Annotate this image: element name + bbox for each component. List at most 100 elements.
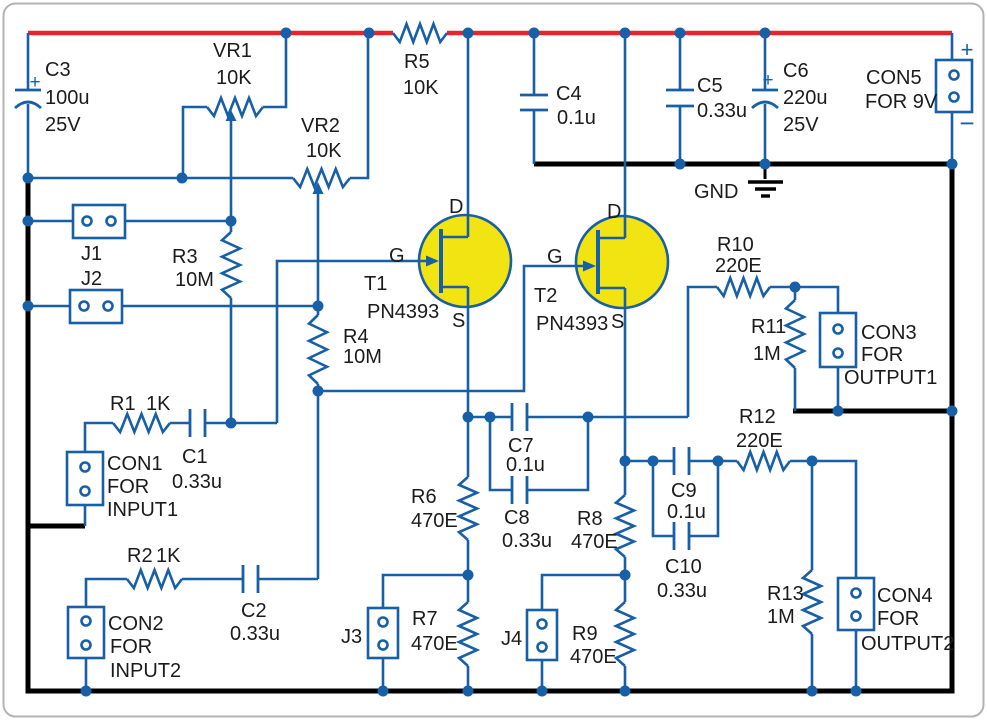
wire — [488, 417, 512, 492]
wire — [686, 285, 717, 417]
wire — [527, 417, 590, 492]
label-pins-gate: G — [389, 245, 405, 267]
label-1-part: PN4393 — [536, 313, 608, 335]
junction-dot — [619, 455, 631, 467]
wire — [83, 421, 113, 452]
jfet-T2-gate-arrow-icon — [583, 260, 596, 272]
label-lines-1: OUTPUT2 — [861, 633, 954, 655]
label-0-value: 10K — [216, 67, 252, 89]
label-2-voltage: 25V — [45, 114, 81, 136]
label-1-value: 1K — [156, 545, 181, 567]
jumper-J3-pin-icon — [377, 639, 389, 651]
label-9-value: 0.33u — [657, 580, 707, 602]
resistor-R3 — [218, 231, 244, 299]
jfet-T1-gate-arrow-icon — [426, 255, 439, 267]
label-5-value: 470E — [411, 510, 458, 532]
junction-dot — [647, 455, 659, 467]
connector-CON5-pin-icon — [948, 69, 960, 81]
jumper-J1-box — [71, 203, 127, 240]
capacitor-C3-curved-plate — [14, 100, 42, 110]
capacitor-C6-curved-plate — [751, 100, 779, 110]
jumper-J2-box — [68, 288, 124, 325]
label-4-name: R5 — [404, 51, 430, 73]
label-6-name: C7 — [508, 435, 534, 457]
label-1-name: R2 — [127, 545, 153, 567]
ground-rail — [25, 161, 955, 694]
connector-CON2-pin-icon — [80, 615, 92, 627]
resistor-R11 — [782, 299, 808, 369]
junction-dot — [674, 158, 686, 170]
label-0-name: C1 — [182, 446, 208, 468]
junction-dot — [22, 215, 34, 227]
junction-dot — [806, 685, 818, 697]
label-2-name: C3 — [45, 59, 71, 81]
label-lines-0: FOR — [877, 608, 919, 630]
connector-CON3 — [818, 311, 858, 369]
connector-CON5 — [934, 58, 974, 114]
wire — [350, 33, 370, 180]
junction-dot — [674, 27, 686, 39]
label-power-plus: + — [961, 37, 974, 62]
label-pins-drain: D — [607, 201, 621, 223]
junction-dot — [850, 685, 862, 697]
connector-CON5-box — [934, 58, 974, 114]
label-2-value: 100u — [45, 87, 90, 109]
connector-CON3-box — [818, 311, 858, 369]
junction-dot — [462, 27, 474, 39]
junction-dot — [619, 569, 631, 581]
label-3-name: J4 — [501, 628, 522, 650]
label-4-name: CON5 — [866, 67, 922, 89]
pot-VR2 — [291, 165, 352, 191]
connector-CON2-pin-icon — [80, 639, 92, 651]
label-3-value: 10M — [343, 346, 382, 368]
resistor-R4 — [305, 314, 331, 385]
jfet-T2 — [574, 214, 670, 310]
connector-CON1-box — [65, 450, 105, 507]
connector-CON3-pin-icon — [832, 347, 844, 359]
jumper-J1-pin-icon — [81, 215, 93, 227]
wires — [26, 33, 954, 691]
label-3-name: C4 — [556, 83, 582, 105]
label-lines-1: INPUT2 — [110, 660, 181, 682]
label-10-value: 1M — [753, 343, 781, 365]
label-9-name: C10 — [665, 556, 702, 578]
label-1-value: 10K — [306, 140, 342, 162]
jumper-J4-pin-icon — [536, 641, 548, 653]
label-0-name: CON1 — [107, 453, 163, 475]
label-lines-1: OUTPUT1 — [844, 367, 937, 389]
label-11-name: R12 — [739, 406, 776, 428]
jfet-T2-body — [574, 214, 670, 310]
label-9-value: 220E — [715, 255, 762, 277]
resistors — [111, 20, 825, 667]
wire — [689, 461, 720, 538]
junction-dot — [225, 215, 237, 227]
label-lines-0: FOR — [107, 476, 149, 498]
label-lines-0: FOR — [110, 636, 152, 658]
jumper-J4 — [525, 608, 559, 662]
junction-dot — [619, 685, 631, 697]
label-0-value: 1K — [146, 393, 171, 415]
junction-dot — [946, 405, 958, 417]
jumper-J4-pin-icon — [536, 618, 548, 630]
resistor-R7 — [455, 601, 481, 667]
jumper-J2 — [68, 288, 124, 325]
connector-CON1-pin-icon — [79, 461, 91, 473]
junction-dot — [363, 27, 375, 39]
connectors — [65, 58, 974, 662]
junction-dot — [377, 685, 389, 697]
resistor-R2 — [125, 566, 184, 592]
resistor-R8 — [612, 494, 638, 558]
junction-dot — [484, 411, 496, 423]
wire — [651, 461, 674, 538]
label-12-name: R13 — [767, 583, 804, 605]
label-0-value: 0.33u — [172, 471, 222, 493]
connector-CON1-pin-icon — [79, 485, 91, 497]
label-8-value: 0.1u — [667, 501, 706, 523]
wire — [540, 573, 625, 610]
junction-dot — [280, 27, 292, 39]
resistor-R1 — [111, 410, 172, 436]
label-0-name: R1 — [110, 393, 136, 415]
label-4-name: C5 — [697, 75, 723, 97]
